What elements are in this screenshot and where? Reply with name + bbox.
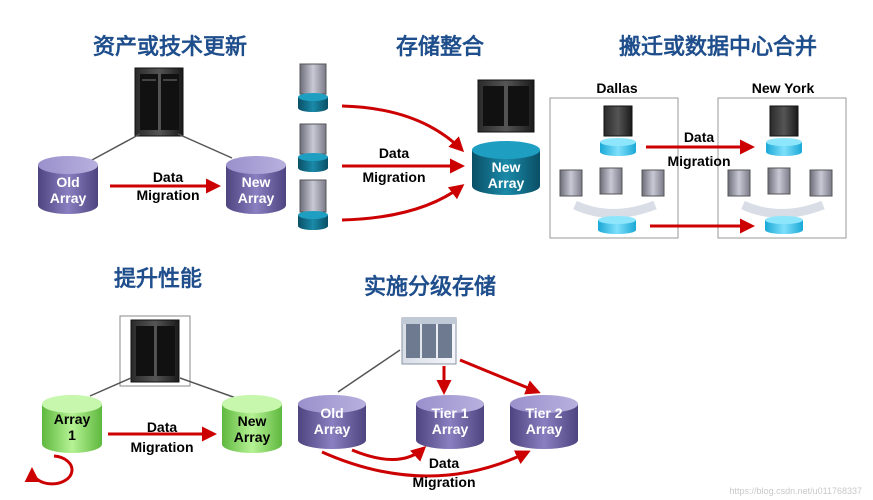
old-array-cylinder: Old Array xyxy=(298,395,366,449)
watermark: https://blog.csdn.net/u011768337 xyxy=(730,486,862,496)
new-array-label-line1: New xyxy=(242,174,271,190)
tier2-array-cylinder: Tier 2 Array xyxy=(510,395,578,449)
tier2-label-line2: Array xyxy=(526,421,563,437)
connector-line xyxy=(337,349,401,393)
network-cloud xyxy=(741,200,825,218)
migration-label-line2: Migration xyxy=(137,187,200,203)
server-icon xyxy=(603,105,633,137)
rack-server-icon xyxy=(401,317,457,365)
migration-label-line2: Migration xyxy=(413,474,476,490)
connector-line xyxy=(177,133,233,159)
migration-label-line1: Data xyxy=(684,129,715,145)
migration-arrow-top xyxy=(341,104,465,153)
tower-server-icon xyxy=(298,123,328,172)
storage-cylinder xyxy=(598,216,636,234)
tier1-label-line2: Array xyxy=(432,421,469,437)
server-icon xyxy=(134,67,184,137)
migration-label-line1: Data xyxy=(379,145,410,161)
new-array-label-line2: Array xyxy=(238,190,275,206)
tower-server-icon xyxy=(298,63,328,112)
migration-label-line2: Migration xyxy=(131,439,194,455)
connector-line xyxy=(89,377,132,397)
network-cloud xyxy=(573,200,657,218)
storage-cylinder xyxy=(600,138,636,156)
migration-label-line1: Data xyxy=(429,455,460,471)
new-array-cylinder: New Array xyxy=(222,395,282,453)
loop-arrow xyxy=(24,454,74,486)
tower-server-icon xyxy=(298,179,328,230)
migration-arrow-tier1 xyxy=(351,445,427,462)
new-array-label-line1: New xyxy=(238,413,267,429)
new-array-label-line1: New xyxy=(492,159,521,175)
migration-label-line2: Migration xyxy=(668,153,731,169)
array1-cylinder: Array 1 xyxy=(42,395,102,453)
panel-tiered-storage: 实施分级存储 Old Array Tier 1 Array Tier 2 Arr… xyxy=(298,274,578,490)
server-icon xyxy=(130,319,180,383)
tower-server-icon xyxy=(727,167,833,197)
migration-arrow-bottom xyxy=(341,184,465,222)
server-icon xyxy=(477,79,535,133)
panel-datacenter-relocation: 搬迁或数据中心合并 Dallas New York xyxy=(549,34,847,239)
old-array-label-line1: Old xyxy=(56,174,79,190)
migration-label-line2: Migration xyxy=(363,169,426,185)
migration-arrow-tier2 xyxy=(321,450,531,478)
new-array-cylinder: New Array xyxy=(472,141,540,195)
panel-performance: 提升性能 Array 1 New Array Data Migration xyxy=(24,266,282,486)
old-array-label-line1: Old xyxy=(320,405,343,421)
panel-title-tiering: 实施分级存储 xyxy=(364,274,496,300)
array1-label-line2: 1 xyxy=(68,427,76,443)
new-array-label-line2: Array xyxy=(234,429,271,445)
panel-technology-refresh: 资产或技术更新 Old Array New Array Data Migrati… xyxy=(38,34,286,214)
old-array-cylinder: Old Array xyxy=(38,156,98,214)
connector-line xyxy=(91,133,141,161)
new-array-cylinder: New Array xyxy=(226,156,286,214)
storage-cylinder xyxy=(766,138,802,156)
storage-cylinder xyxy=(765,216,803,234)
panel-storage-consolidation: 存储整合 New Array Data Migration xyxy=(298,34,540,230)
migration-label-line1: Data xyxy=(147,419,178,435)
array1-label-line1: Array xyxy=(54,411,91,427)
site-label-dallas: Dallas xyxy=(596,80,637,96)
panel-title-consolidation: 存储整合 xyxy=(396,34,485,60)
tower-server-icon xyxy=(559,167,665,197)
arrow-server-to-tier2 xyxy=(459,358,541,395)
old-array-label-line2: Array xyxy=(314,421,351,437)
panel-title-refresh: 资产或技术更新 xyxy=(93,34,247,60)
old-array-label-line2: Array xyxy=(50,190,87,206)
server-icon xyxy=(769,105,799,137)
tier2-label-line1: Tier 2 xyxy=(525,405,562,421)
tier1-label-line1: Tier 1 xyxy=(431,405,468,421)
new-array-label-line2: Array xyxy=(488,175,525,191)
site-label-newyork: New York xyxy=(752,80,815,96)
panel-title-performance: 提升性能 xyxy=(114,266,202,292)
connector-line xyxy=(179,377,237,399)
tier1-array-cylinder: Tier 1 Array xyxy=(416,395,484,449)
panel-title-relocation: 搬迁或数据中心合并 xyxy=(619,34,817,60)
migration-label-line1: Data xyxy=(153,169,184,185)
